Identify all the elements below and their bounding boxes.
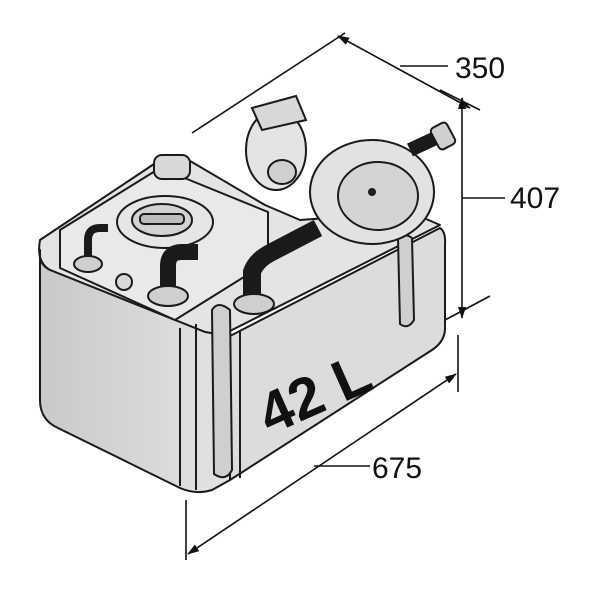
- height-label: 407: [510, 182, 560, 215]
- height-extension-bottom: [444, 295, 491, 321]
- pump-outlet-hose-barb: [429, 121, 457, 151]
- small-port: [115, 273, 133, 291]
- top-fittings: [73, 154, 323, 315]
- small-elbow-base: [73, 255, 103, 273]
- vent-fitting: [153, 154, 191, 180]
- dimension-lines: [185, 32, 505, 560]
- depth-extension-left: [191, 32, 346, 134]
- length-dimension-line: [187, 373, 457, 555]
- motor-end-cap: [267, 159, 297, 185]
- inlet-elbow: [160, 244, 198, 292]
- tank-side-face: [229, 227, 447, 481]
- depth-dimension-line: [337, 35, 471, 109]
- depth-label: 350: [455, 52, 505, 85]
- length-label: 675: [372, 452, 422, 485]
- depth-extension-right: [439, 89, 481, 111]
- small-elbow: [84, 224, 108, 262]
- outlet-pipe-base: [233, 293, 275, 315]
- macerator-pump: [245, 94, 457, 245]
- lid-handle: [139, 213, 185, 225]
- front-rib: [179, 324, 197, 490]
- inlet-elbow-base: [147, 285, 189, 307]
- pump-cover: [337, 161, 419, 231]
- strap-front: [211, 304, 233, 479]
- strap-back: [397, 234, 415, 328]
- motor-junction-box: [250, 94, 308, 132]
- tank-front-face: [38, 249, 231, 494]
- pump-bolt: [368, 188, 376, 196]
- outlet-pipe: [243, 220, 323, 300]
